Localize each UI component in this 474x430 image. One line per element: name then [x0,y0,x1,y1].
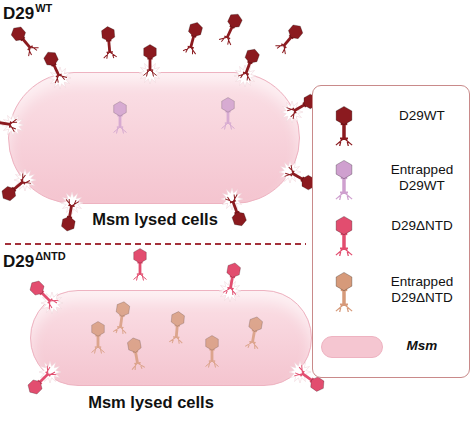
phage-icon [275,22,306,55]
legend-phage-icon [327,156,361,200]
legend-phage-icon [327,102,361,146]
phage-icon [336,106,352,146]
panel-divider [5,243,306,245]
phage-icon [183,21,204,55]
phage-icon [219,11,244,45]
legend-label: D29WT [379,108,465,124]
phage-icon [336,216,352,256]
legend-box: D29WT Entrapped D29WT D29ΔNTD Entrapped D29… [312,85,470,378]
phage-icon [134,249,147,281]
cell-label: Msm lysed cells [10,393,292,412]
cell-node: Msm lysed cells [30,290,312,386]
phage-name: D29 [3,4,34,23]
superscript-tag: ΔNTD [35,250,66,262]
legend-label: Entrapped D29ΔNTD [379,274,465,306]
legend-label: Msm [379,338,465,354]
superscript-tag: WT [35,2,52,14]
legend-phage-icon [327,268,361,312]
legend-phage-icon [327,212,361,256]
legend-label: D29ΔNTD [379,218,465,234]
phage-icon [336,160,352,200]
phage-icon [101,26,117,59]
cell-node: Msm lysed cells [8,72,300,204]
phage-particles [0,11,327,396]
phage-icon [336,272,352,312]
panel-title: D29ΔNTD [3,250,66,272]
panel-title: D29WT [3,2,52,24]
phage-icon [9,24,40,57]
cell-label: Msm lysed cells [9,210,301,229]
legend-swatch [321,336,383,358]
legend-label: Entrapped D29WT [379,162,465,194]
phage-name: D29 [3,252,34,271]
